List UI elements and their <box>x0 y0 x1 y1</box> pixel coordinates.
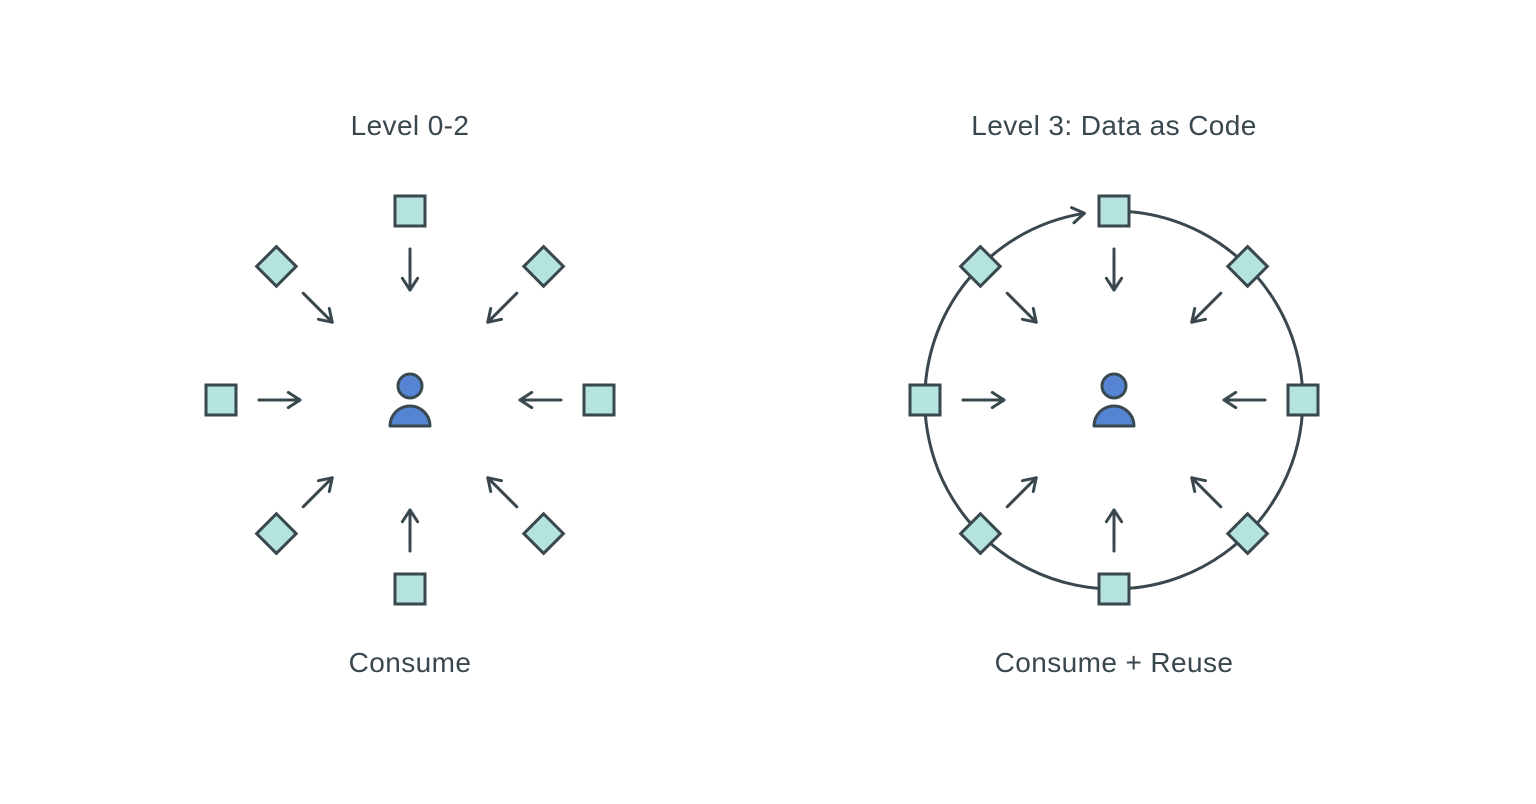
inward-arrow-head <box>1190 476 1207 493</box>
inward-arrow-shaft <box>1190 476 1223 509</box>
inward-arrow-shaft <box>1190 291 1223 324</box>
person-body <box>388 404 432 428</box>
node-diamond-bottom-right <box>521 511 566 556</box>
panel-title: Level 3: Data as Code <box>971 110 1257 141</box>
inward-arrow-head <box>317 307 334 324</box>
node-square-left <box>204 383 238 417</box>
panel-consume: Level 0-2 Consume <box>160 0 660 804</box>
node-diamond-bottom-right <box>1225 511 1270 556</box>
node-square-top <box>393 194 427 228</box>
inward-arrow-head <box>1104 508 1124 524</box>
inward-arrow-head <box>990 390 1006 410</box>
inward-arrow-head <box>400 508 420 524</box>
node-diamond-bottom-left <box>254 511 299 556</box>
person-head <box>396 372 424 400</box>
node-diamond-top-left <box>254 244 299 289</box>
flow-ring-arrowhead <box>1070 206 1086 225</box>
person-body <box>1092 404 1136 428</box>
inward-arrow-head <box>1190 307 1207 324</box>
inward-arrow-shaft <box>301 476 334 509</box>
panel-caption: Consume + Reuse <box>994 647 1234 678</box>
inward-arrow-head <box>486 307 503 324</box>
inward-arrow-shaft <box>486 291 519 324</box>
radial-diagram-consume <box>204 194 616 606</box>
inward-arrow-head <box>400 276 420 292</box>
inward-arrow-shaft <box>1005 476 1038 509</box>
inward-arrow-head <box>1021 476 1038 493</box>
node-diamond-top-right <box>1225 244 1270 289</box>
node-square-right <box>1286 383 1320 417</box>
inward-arrow-head <box>486 476 503 493</box>
node-square-right <box>582 383 616 417</box>
inward-arrow-head <box>1222 390 1238 410</box>
node-square-bottom <box>1097 572 1131 606</box>
inward-arrow-head <box>286 390 302 410</box>
inward-arrow-head <box>317 476 334 493</box>
node-diamond-top-left <box>958 244 1003 289</box>
inward-arrow-head <box>1104 276 1124 292</box>
person-icon <box>1092 372 1136 428</box>
node-diamond-top-right <box>521 244 566 289</box>
node-square-left <box>908 383 942 417</box>
inward-arrow-head <box>1021 307 1038 324</box>
node-diamond-bottom-left <box>958 511 1003 556</box>
inward-arrow-shaft <box>1005 291 1038 324</box>
panel-consume-reuse: Level 3: Data as Code Consume + Reuse <box>864 0 1364 804</box>
inward-arrow-shaft <box>486 476 519 509</box>
inward-arrow-shaft <box>301 291 334 324</box>
person-head <box>1100 372 1128 400</box>
panel-title: Level 0-2 <box>350 110 470 141</box>
node-square-bottom <box>393 572 427 606</box>
radial-diagram-consume-reuse <box>908 194 1320 606</box>
person-icon <box>388 372 432 428</box>
panel-caption: Consume <box>348 647 472 678</box>
inward-arrow-head <box>518 390 534 410</box>
node-square-top <box>1097 194 1131 228</box>
